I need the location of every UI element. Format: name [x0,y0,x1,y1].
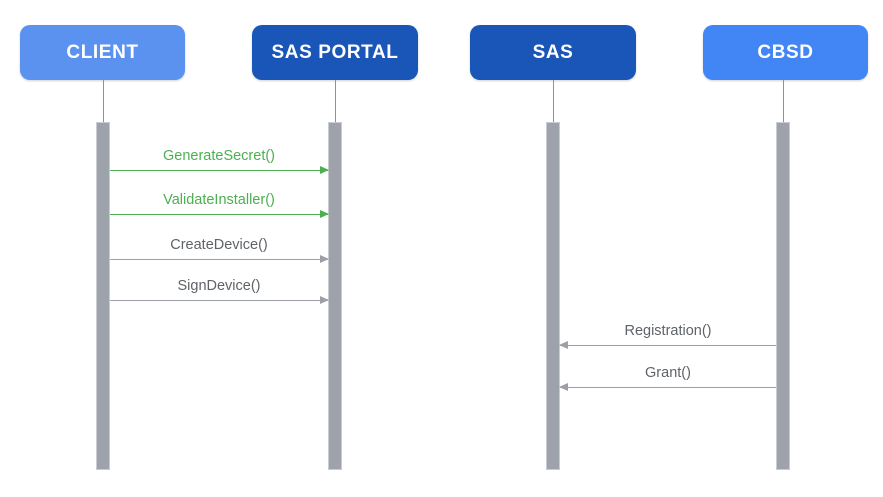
arrowhead-right-icon [320,254,329,263]
participant-box-sas-portal[interactable]: SAS PORTAL [252,25,418,80]
message-line-validate-installer [110,214,328,215]
participant-label-client: CLIENT [66,41,139,63]
message-line-registration [560,345,776,346]
lifeline-client [103,80,104,124]
participant-label-sas: SAS [532,41,574,63]
message-line-generate-secret [110,170,328,171]
arrowhead-left-icon [559,382,568,391]
arrowhead-right-icon [320,209,329,218]
activation-bar-cbsd [776,122,790,470]
message-line-grant [560,387,776,388]
participant-box-cbsd[interactable]: CBSD [703,25,868,80]
lifeline-sas [553,80,554,124]
participant-box-client[interactable]: CLIENT [20,25,185,80]
message-label-validate-installer: ValidateInstaller() [163,192,275,208]
message-label-grant: Grant() [645,365,691,381]
message-label-create-device: CreateDevice() [170,237,268,253]
lifeline-sas-portal [335,80,336,124]
message-line-create-device [110,259,328,260]
activation-bar-sas [546,122,560,470]
participant-label-sas-portal: SAS PORTAL [271,41,399,63]
message-label-generate-secret: GenerateSecret() [162,148,276,164]
message-label-sign-device: SignDevice() [177,278,261,294]
activation-bar-sas-portal [328,122,342,470]
arrowhead-left-icon [559,340,568,349]
participant-label-cbsd: CBSD [757,41,814,63]
message-label-registration: Registration() [624,323,712,339]
activation-bar-client [96,122,110,470]
arrowhead-right-icon [320,295,329,304]
participant-box-sas[interactable]: SAS [470,25,636,80]
arrowhead-right-icon [320,165,329,174]
message-line-sign-device [110,300,328,301]
lifeline-cbsd [783,80,784,124]
